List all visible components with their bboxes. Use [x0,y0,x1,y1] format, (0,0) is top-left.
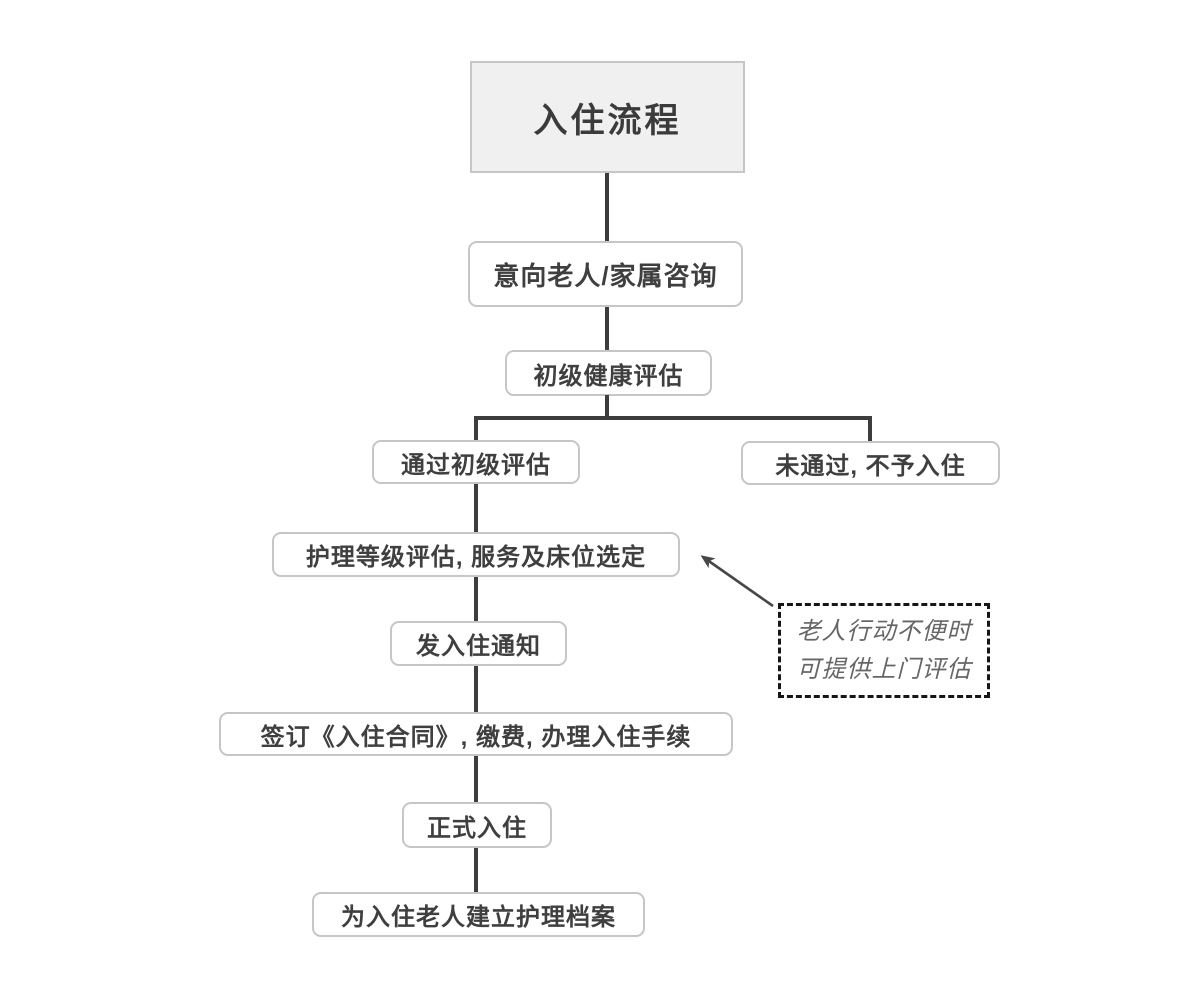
connector-movein-archive [474,848,478,893]
node-care-archive: 为入住老人建立护理档案 [312,892,645,937]
connector-consult-primary [605,307,609,351]
node-pass: 通过初级评估 [372,440,580,484]
node-contract: 签订《入住合同》, 缴费, 办理入住手续 [219,712,733,756]
flowchart-title-node: 入住流程 [470,61,745,173]
connector-primary-branch [605,395,609,420]
annotation-line-2: 可提供上门评估 [796,655,972,683]
node-admission-notice: 发入住通知 [390,621,567,666]
branch-right-drop [868,416,872,442]
node-move-in: 正式入住 [402,802,552,848]
connector-notice-contract [474,666,478,713]
annotation-box: 老人行动不便时 可提供上门评估 [778,603,990,698]
connector-pass-care [474,484,478,533]
node-care-level: 护理等级评估, 服务及床位选定 [272,532,680,577]
connector-contract-movein [474,756,478,803]
node-fail: 未通过, 不予入住 [741,441,1000,485]
connector-title-consult [605,173,609,242]
branch-horizontal-line [474,416,872,420]
connector-care-notice [474,577,478,622]
annotation-line-1: 老人行动不便时 [796,617,972,645]
node-primary-assessment: 初级健康评估 [505,350,712,396]
node-consult: 意向老人/家属咨询 [468,241,743,307]
branch-left-drop [474,416,478,441]
